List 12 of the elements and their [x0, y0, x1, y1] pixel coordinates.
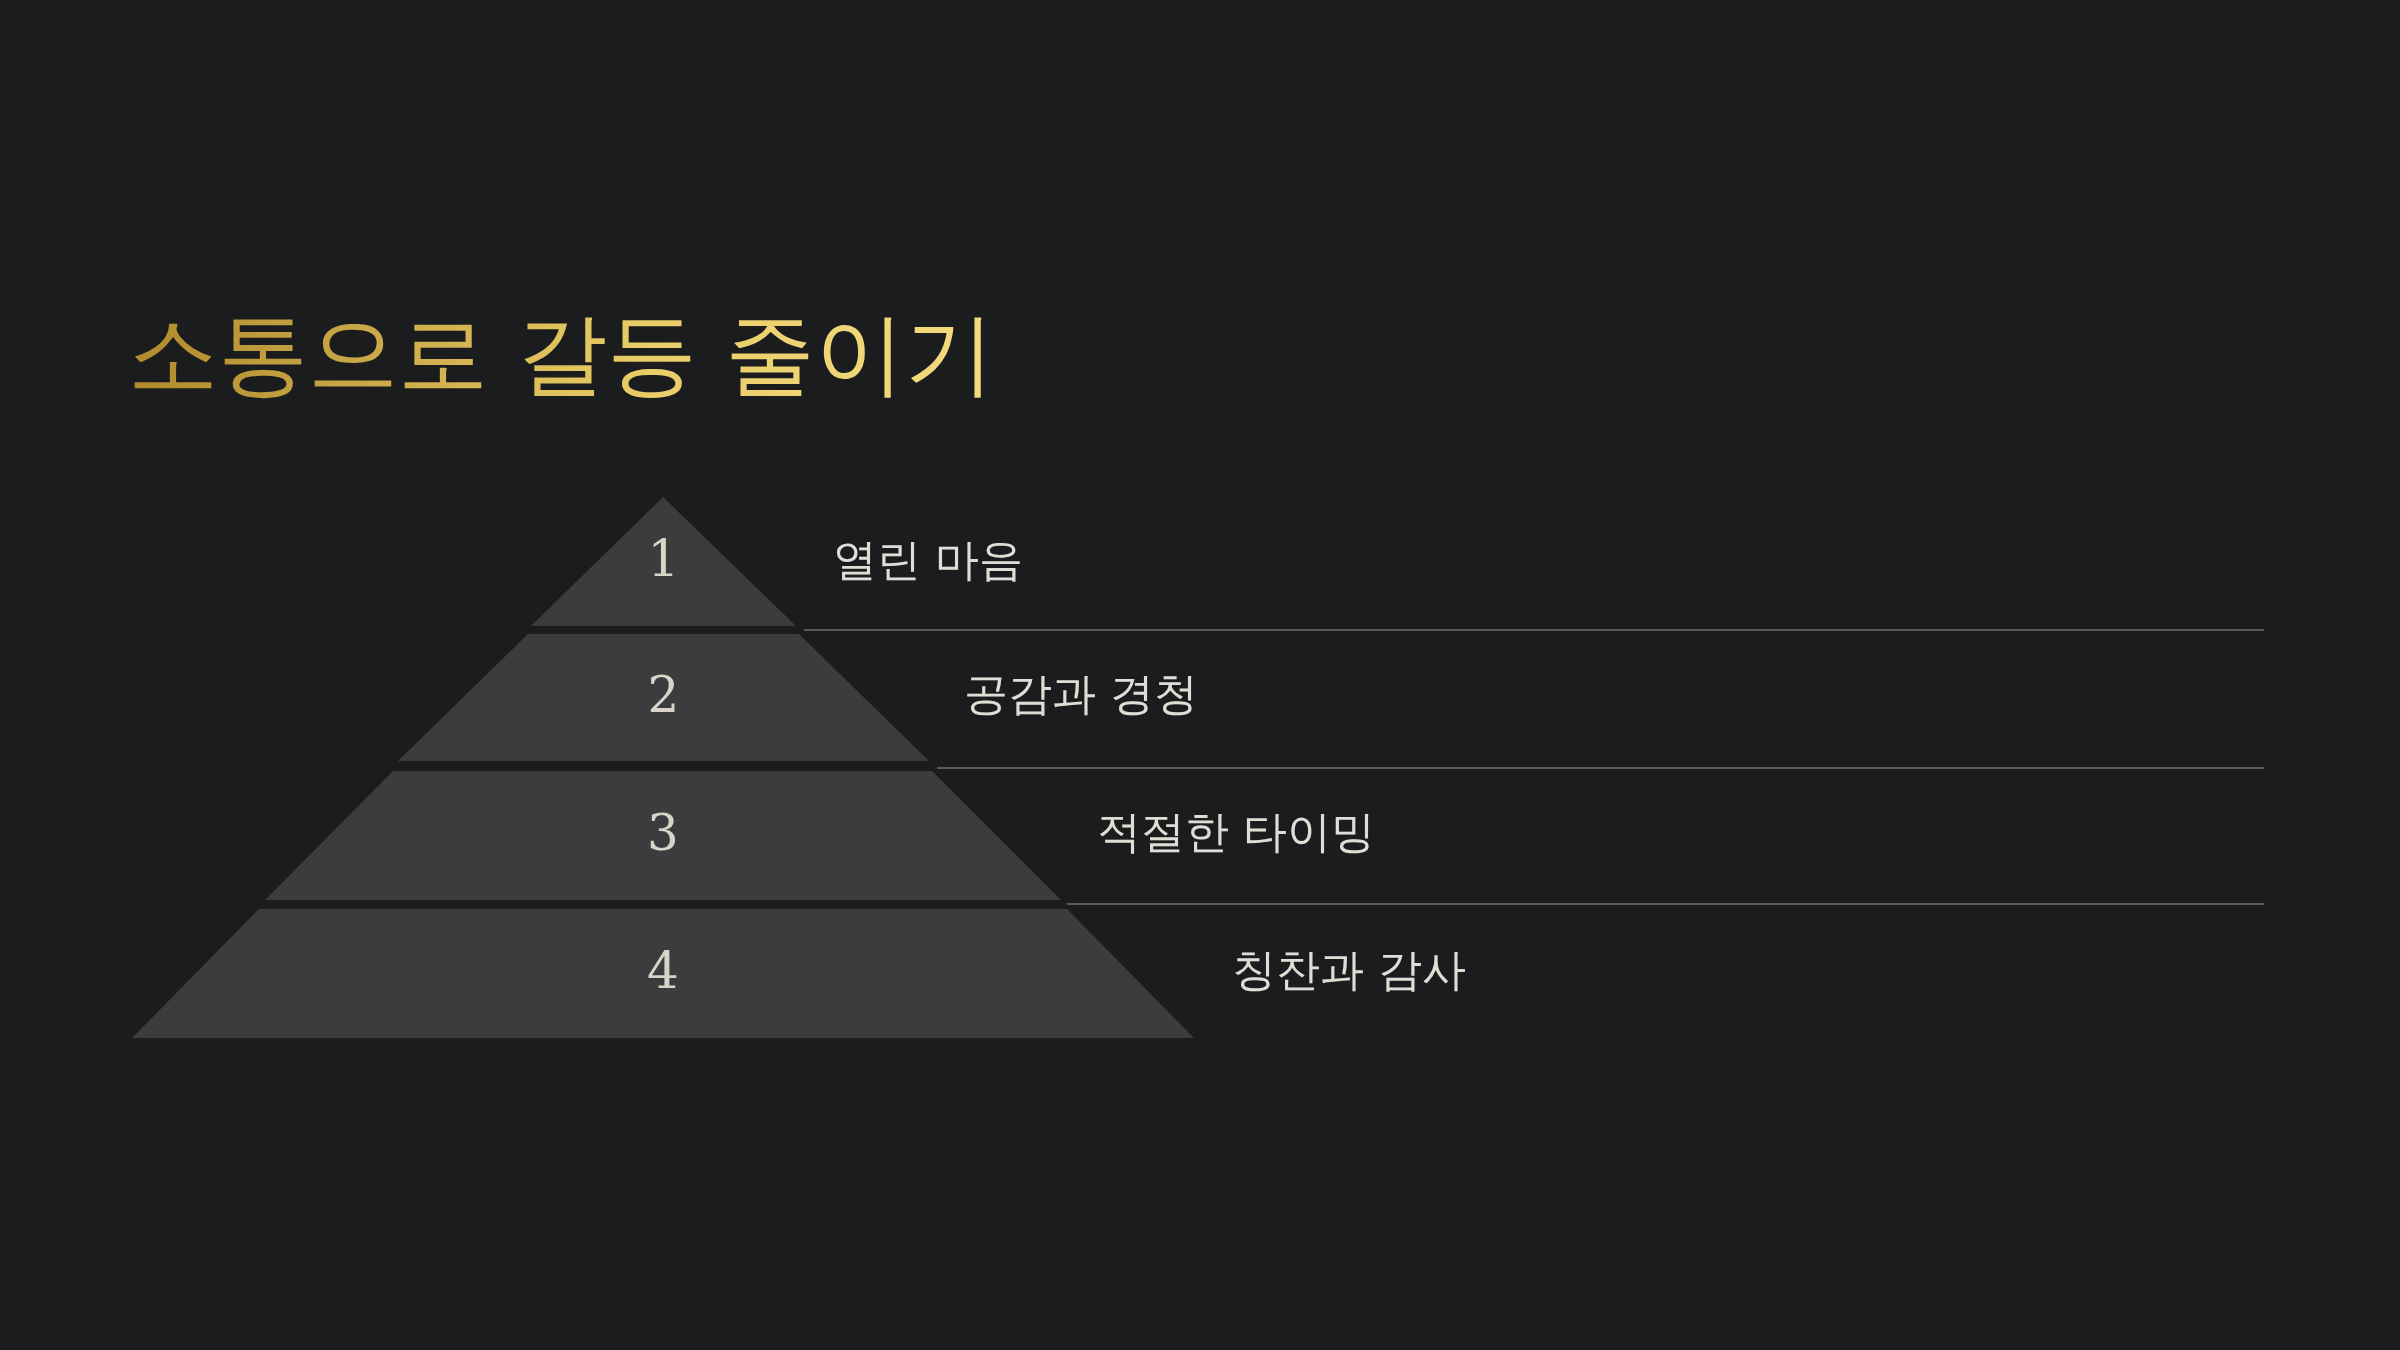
- tier-label: 열린 마음: [833, 533, 1023, 587]
- tier-label: 칭찬과 감사: [1232, 943, 1466, 997]
- tier-number: 1: [646, 529, 681, 588]
- pyramid-tier: [132, 909, 1194, 1038]
- tier-label: 공감과 경청: [964, 667, 1198, 721]
- pyramid-tier: [398, 634, 929, 761]
- tier-label: 적절한 타이밍: [1097, 805, 1375, 859]
- pyramid-tier: [265, 771, 1061, 900]
- pyramid-tier: [531, 497, 796, 626]
- tier-number: 3: [646, 803, 680, 862]
- tier-number: 4: [646, 941, 680, 1000]
- tier-number: 2: [646, 665, 681, 724]
